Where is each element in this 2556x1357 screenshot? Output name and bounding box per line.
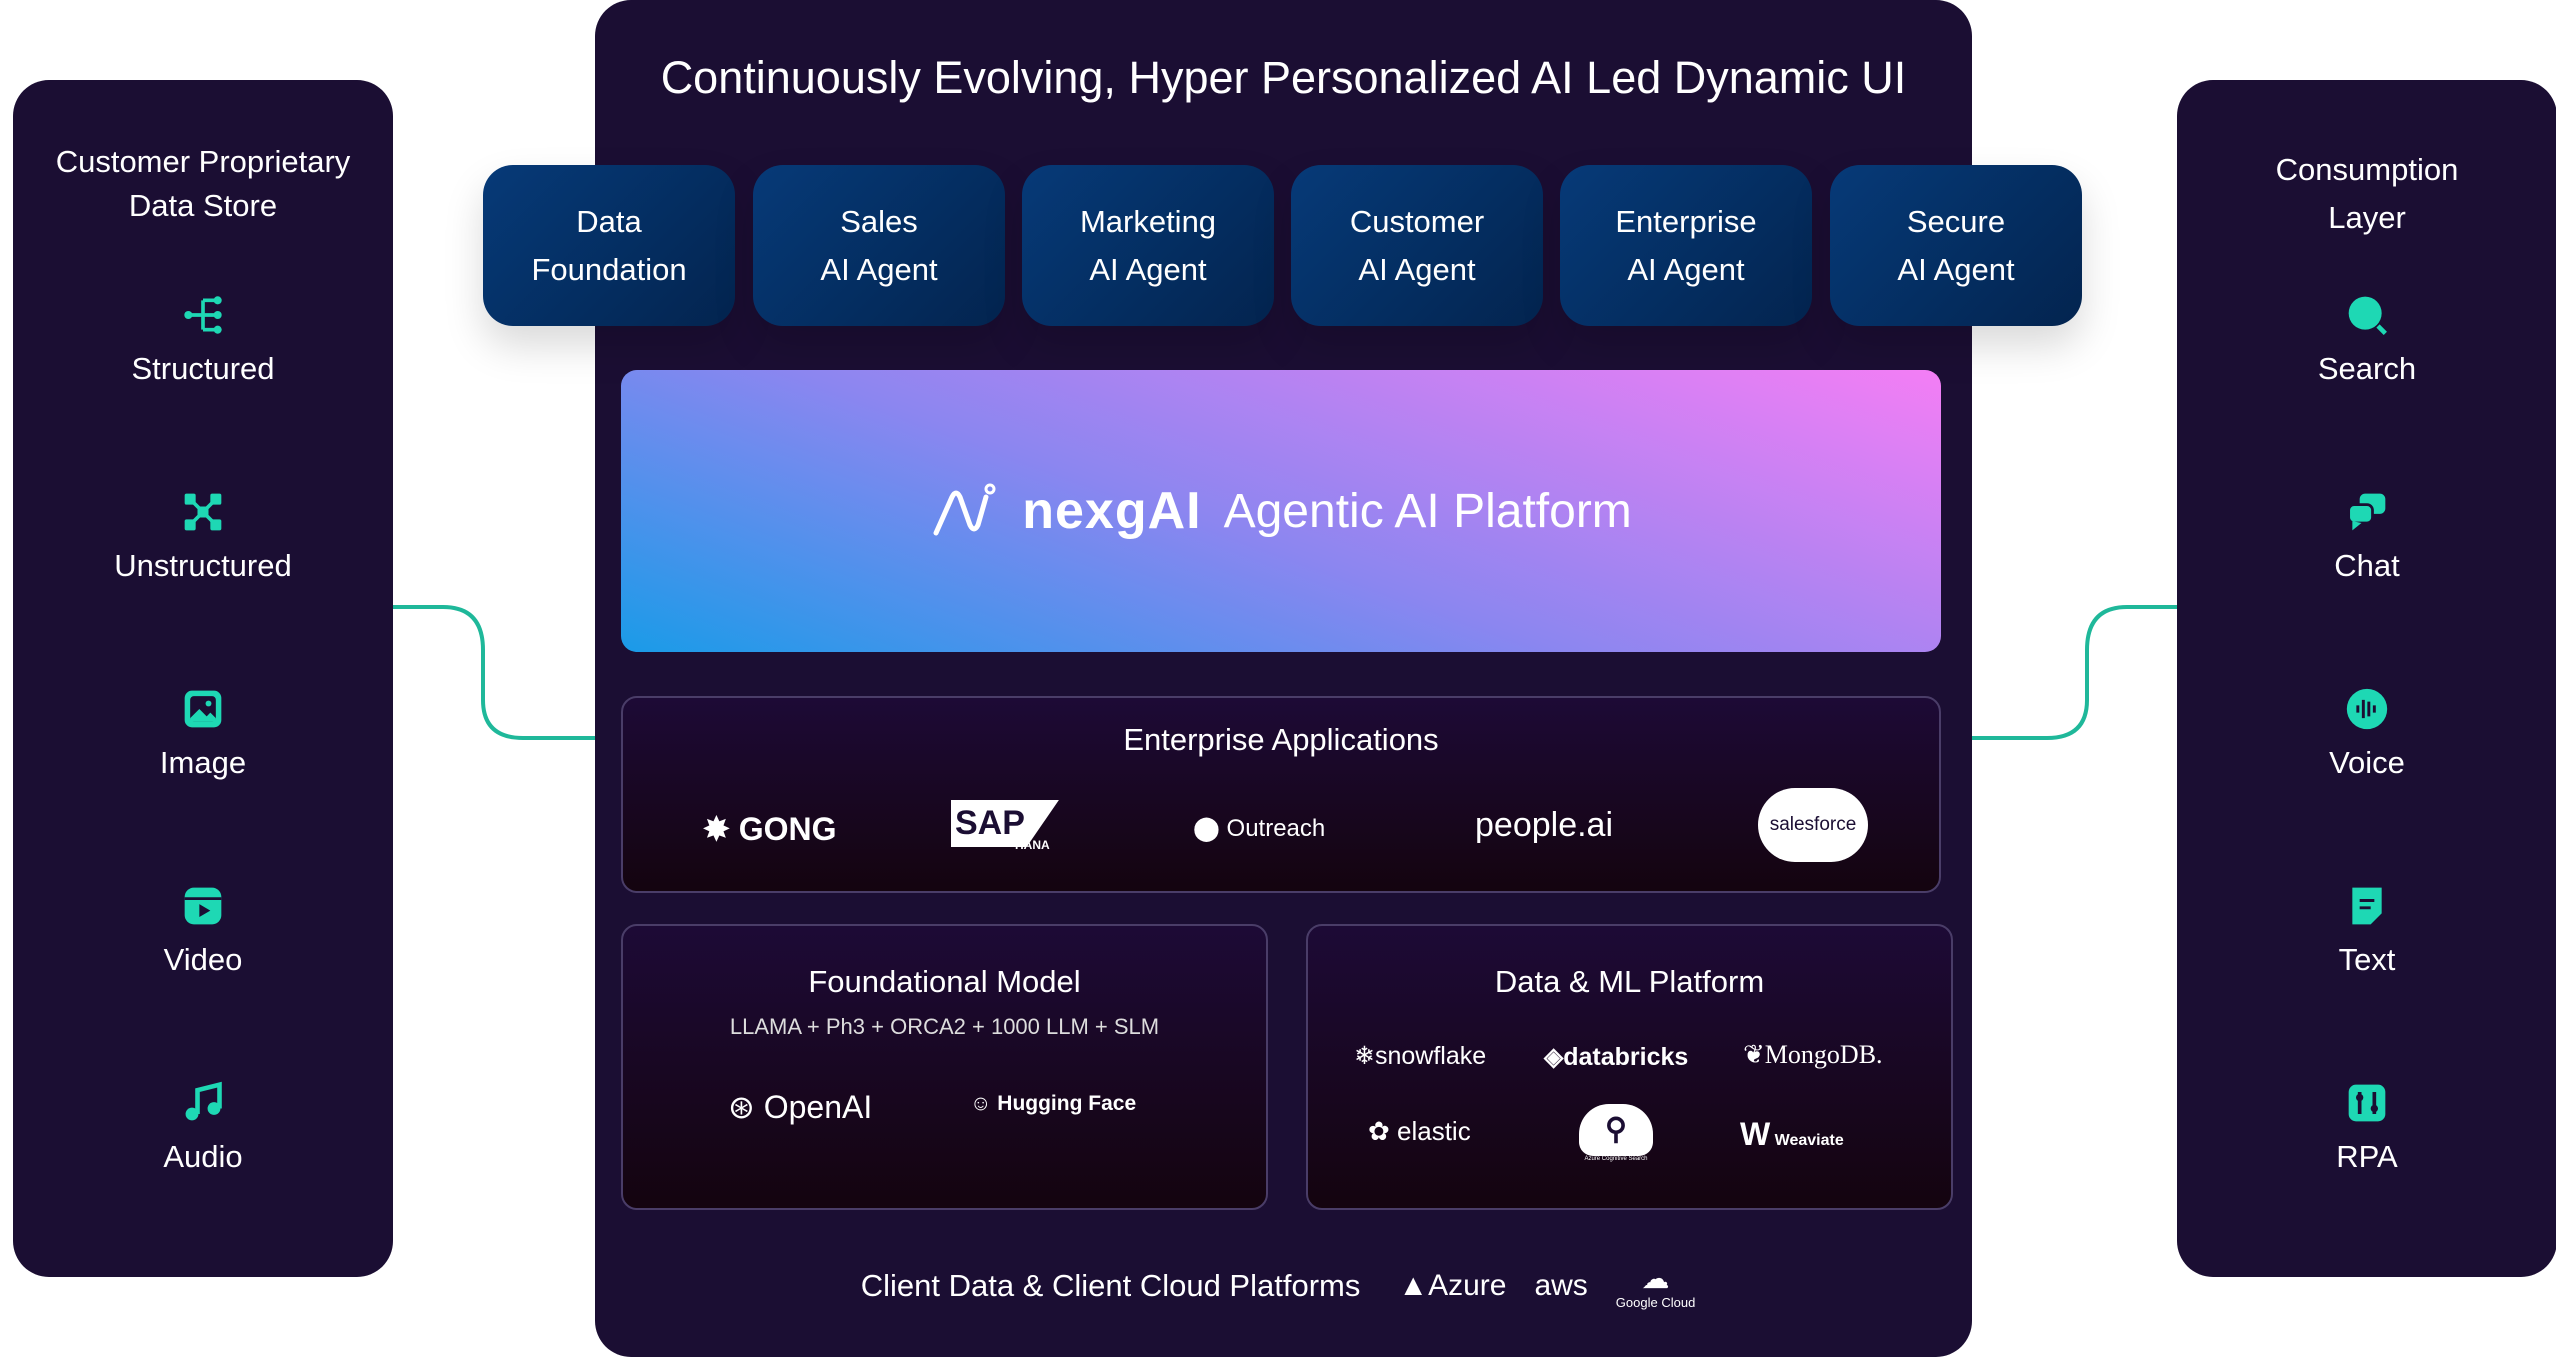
mongodb-logo: ❦MongoDB. [1743, 1040, 1883, 1069]
item-search[interactable]: Search [2177, 293, 2556, 387]
outreach-logo: ⬤ Outreach [1193, 815, 1326, 842]
item-image: Image [13, 687, 393, 781]
hana-label: HANA [1015, 838, 1050, 852]
foundational-model-box: Foundational Model LLAMA + Ph3 + ORCA2 +… [621, 924, 1268, 1210]
databricks-logo: ◈databricks [1544, 1043, 1689, 1071]
agent-secure[interactable]: Secure AI Agent [1830, 165, 2082, 326]
agent-enterprise[interactable]: Enterprise AI Agent [1560, 165, 1812, 326]
item-unstructured: Unstructured [13, 490, 393, 584]
agent-customer[interactable]: Customer AI Agent [1291, 165, 1543, 326]
client-title: Client Data & Client Cloud Platforms [860, 1268, 1361, 1303]
item-rpa[interactable]: RPA [2177, 1081, 2556, 1175]
item-text[interactable]: Text [2177, 884, 2556, 978]
item-label: Voice [2329, 745, 2405, 780]
nodes-icon [184, 493, 222, 531]
azure-logo: ▲Azure [1398, 1269, 1507, 1302]
box-title: Foundational Model [808, 964, 1081, 999]
peopleai-logo: people.ai [1475, 806, 1614, 844]
page-title: Continuously Evolving, Hyper Personalize… [660, 52, 1907, 103]
nexgai-logo-icon [933, 483, 996, 536]
item-label: Unstructured [114, 548, 292, 583]
google-cloud-logo: ☁Google Cloud [1615, 1263, 1696, 1310]
agent-marketing[interactable]: Marketing AI Agent [1022, 165, 1274, 326]
openai-logo: ⊛ OpenAI [728, 1089, 873, 1125]
box-title: Data & ML Platform [1494, 964, 1765, 999]
agent-data-foundation[interactable]: Data Foundation [483, 165, 735, 326]
salesforce-logo: salesforce [1758, 788, 1868, 862]
item-label: Chat [2334, 548, 2400, 583]
snowflake-logo: ❄snowflake [1354, 1042, 1487, 1070]
chat-icon [2347, 493, 2386, 531]
item-structured: Structured [13, 293, 393, 387]
consumption-layer-panel: Consumption Layer Search Chat Voice Text… [2177, 80, 2556, 1277]
weaviate-logo: W Weaviate [1740, 1116, 1844, 1152]
item-label: Search [2317, 351, 2417, 386]
enterprise-applications-box: Enterprise Applications ✸ GONG SAP HANA … [621, 696, 1941, 893]
image-icon [184, 690, 222, 728]
aws-logo: aws [1534, 1269, 1588, 1302]
item-label: Text [2338, 942, 2396, 977]
item-audio: Audio [13, 1081, 393, 1175]
sap-logo: SAP [951, 800, 1059, 847]
rpa-icon [2348, 1084, 2386, 1122]
customer-data-store-panel: Customer Proprietary Data Store Structur… [13, 80, 393, 1277]
azure-cognitive-search-logo: ⚲Azure Cognitive Search [1566, 1104, 1666, 1162]
data-ml-platform-box: Data & ML Platform ❄snowflake ◈databrick… [1306, 924, 1953, 1210]
item-label: Video [163, 942, 243, 977]
item-label: Structured [131, 351, 275, 386]
right-connector [1972, 605, 2177, 740]
gong-logo: ✸ GONG [703, 811, 837, 847]
platform-label: Agentic AI Platform [1223, 484, 1632, 538]
left-connector [393, 605, 595, 740]
item-video: Video [13, 884, 393, 978]
agent-sales[interactable]: Sales AI Agent [753, 165, 1005, 326]
panel-title: Consumption Layer [2275, 152, 2459, 235]
item-label: RPA [2336, 1139, 2398, 1174]
item-label: Audio [163, 1139, 243, 1174]
tree-icon [184, 296, 222, 334]
box-subtitle: LLAMA + Ph3 + ORCA2 + 1000 LLM + SLM [729, 1014, 1160, 1039]
hugging-face-logo: ☺ Hugging Face [970, 1092, 1137, 1115]
panel-title: Customer Proprietary Data Store [55, 144, 351, 223]
music-icon [185, 1081, 222, 1121]
elastic-logo: ✿ elastic [1368, 1116, 1471, 1146]
text-icon [2352, 887, 2382, 925]
item-label: Image [159, 745, 247, 780]
video-icon [184, 887, 222, 925]
client-platforms-row: Client Data & Client Cloud Platforms ▲Az… [0, 1262, 2556, 1310]
search-icon [2348, 296, 2387, 335]
nexgai-logo: nexgAI [1022, 482, 1202, 540]
box-title: Enterprise Applications [1123, 722, 1439, 757]
item-chat[interactable]: Chat [2177, 490, 2556, 584]
item-voice[interactable]: Voice [2177, 687, 2556, 781]
voice-icon [2346, 688, 2388, 730]
platform-banner: nexgAI Agentic AI Platform [621, 370, 1941, 652]
